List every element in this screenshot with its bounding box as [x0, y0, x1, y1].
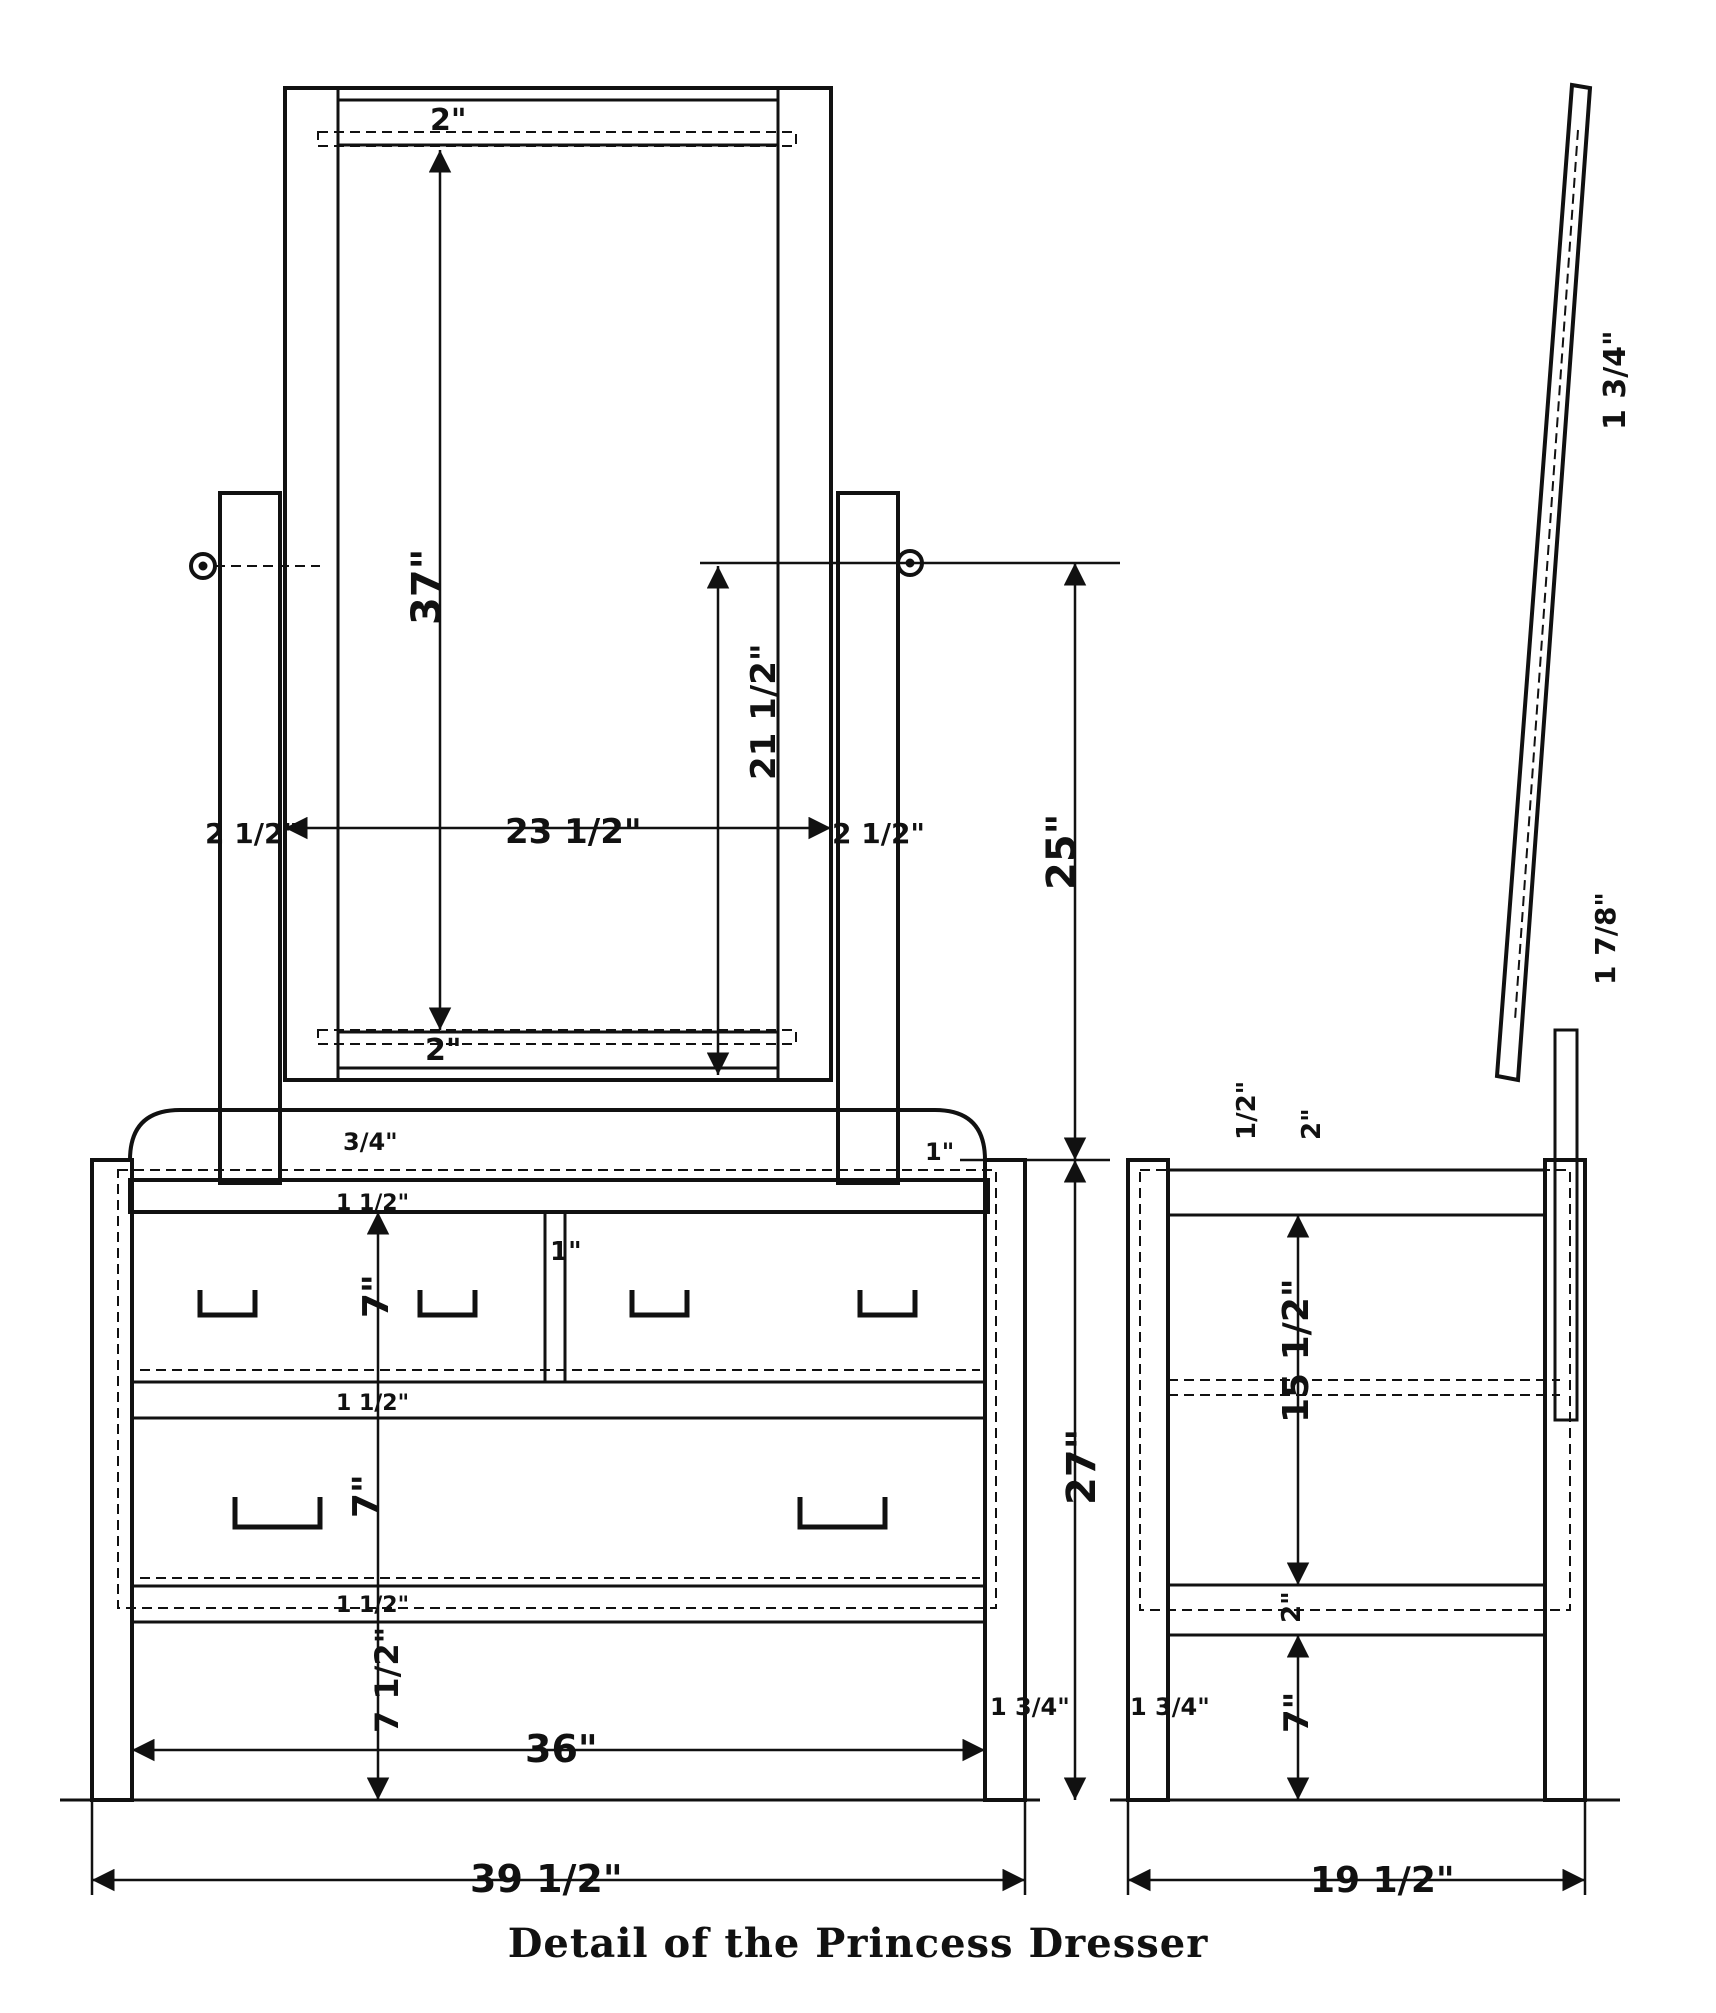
label-leg-clearance: 7 1/2": [368, 1627, 406, 1733]
label-leg: 1 3/4": [990, 1693, 1070, 1721]
label-lower-drawer: 7": [346, 1474, 387, 1518]
label-mirror-height: 37": [404, 548, 450, 625]
side-dimension-labels: 1 3/4" 1 7/8" 1/2" 2" 15 1/2" 2" 7" 1 3/…: [1130, 330, 1633, 1901]
drawer-handle-2: [417, 1290, 478, 1318]
side-leg-back: [1543, 1158, 1587, 1802]
label-upright-right: 2 1/2": [832, 817, 925, 850]
label-side-panel-height: 15 1/2": [1276, 1278, 1317, 1423]
label-side-mirror-frame: 1 3/4": [1598, 330, 1633, 430]
label-side-top-rail: 1/2": [1232, 1081, 1262, 1140]
drawer-handle-4: [857, 1290, 918, 1318]
label-side-top-rail-2: 2": [1297, 1108, 1327, 1140]
mirror-stile-left: [283, 86, 340, 1082]
mirror-stile-right: [776, 86, 833, 1082]
upright-left: [218, 491, 282, 1185]
label-bottom-rail: 1 1/2": [336, 1593, 409, 1618]
label-side-lower-rail: 2": [1277, 1591, 1307, 1623]
label-overall-width: 39 1/2": [470, 1857, 623, 1901]
side-mirror-support: [1553, 1028, 1579, 1422]
mirror-hidden-bottom: [317, 1029, 797, 1045]
label-side-leg-clearance: 7": [1277, 1692, 1317, 1733]
front-dimension-lines: [90, 150, 1120, 1895]
label-top-thickness: 3/4": [343, 1128, 398, 1156]
label-height: 27": [1059, 1428, 1105, 1505]
label-mirror-top-rail: 2": [430, 103, 467, 138]
label-middle-rail: 1 1/2": [336, 1391, 409, 1416]
side-mirror-frame: [1494, 82, 1593, 1083]
label-inner-width: 36": [525, 1727, 598, 1771]
dresser-top-back: [128, 1108, 987, 1161]
figure-caption: Detail of the Princess Dresser: [507, 1920, 1209, 1967]
label-mirror-width: 23 1/2": [505, 812, 642, 852]
carcass-hidden: [117, 1169, 997, 1609]
label-side-overall-depth: 19 1/2": [1310, 1860, 1455, 1901]
label-mirror-bottom-rail: 2": [425, 1033, 462, 1068]
label-top-overhang: 1": [925, 1138, 954, 1166]
carcass-lower: [130, 1416, 987, 1588]
side-dimension-lines: [1126, 1215, 1587, 1895]
label-upper-drawer: 7": [356, 1274, 397, 1318]
label-side-mirror-support: 1 7/8": [1589, 892, 1622, 985]
front-dimension-labels: 2" 37" 2" 23 1/2" 2 1/2" 2 1/2" 21 1/2" …: [205, 103, 1105, 1901]
label-pivot-to-top: 25": [1039, 813, 1085, 890]
drawer-handle-5: [232, 1497, 323, 1530]
drawer-handle-6: [797, 1497, 888, 1530]
leg-left: [90, 1158, 134, 1802]
label-drawer-divider: 1": [550, 1237, 582, 1267]
drawer-handle-1: [197, 1290, 258, 1318]
drawer-handle-3: [629, 1290, 690, 1318]
mirror-hidden-top: [317, 131, 797, 147]
pivot-knob-left-inner: [198, 561, 208, 571]
side-mirror-hidden: [1514, 129, 1579, 1021]
label-upright-left: 2 1/2": [205, 817, 298, 850]
label-pivot-height: 21 1/2": [744, 643, 784, 780]
label-side-leg: 1 3/4": [1130, 1693, 1210, 1721]
side-view: [1110, 82, 1620, 1802]
drawer-divider: [543, 1210, 567, 1384]
side-hidden-frame: [1139, 1169, 1571, 1611]
mirror-frame-outer: [283, 86, 833, 1082]
side-top-rail: [1166, 1168, 1547, 1217]
front-view: [60, 86, 1040, 1802]
side-leg-front: [1126, 1158, 1170, 1802]
label-top-rail: 1 1/2": [336, 1191, 409, 1216]
upright-right: [836, 491, 900, 1185]
